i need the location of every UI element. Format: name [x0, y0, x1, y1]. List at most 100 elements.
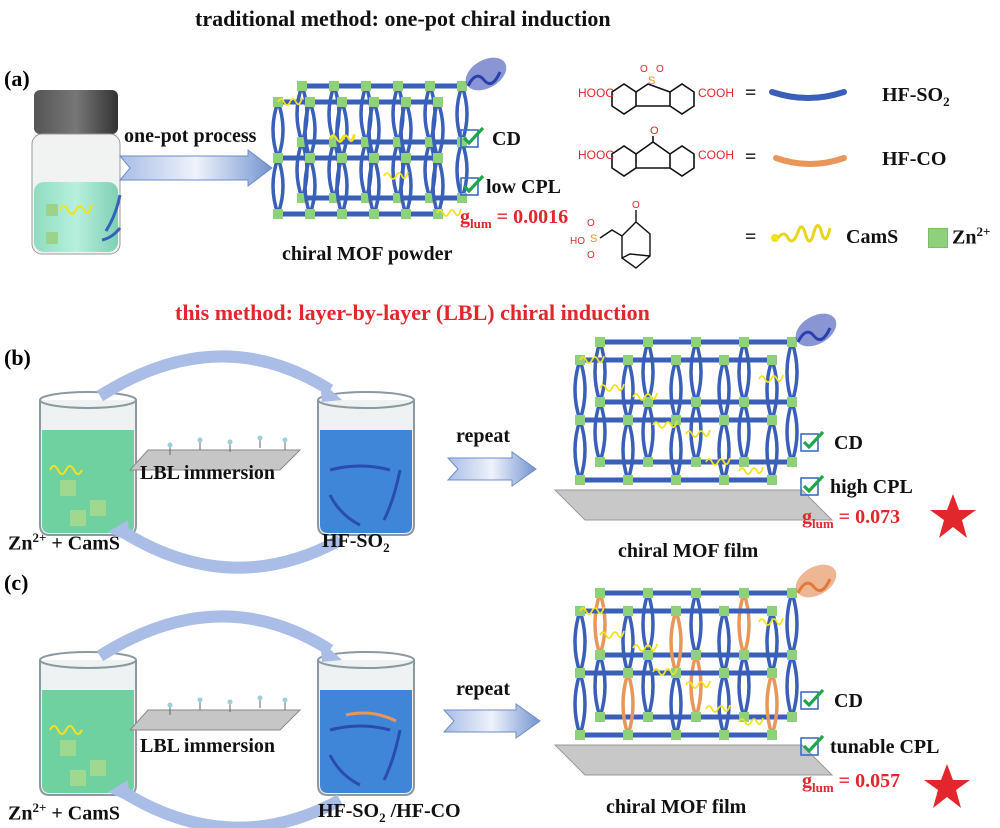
cams-helix: [738, 717, 764, 726]
zn-node: [739, 337, 749, 347]
zn-node: [329, 137, 339, 147]
cams-helix: [632, 643, 658, 652]
beaker-hf-so2-label-b: HF-SO2: [322, 530, 390, 555]
hooc-group: HOOC: [578, 86, 614, 100]
mof-linker: [626, 419, 635, 481]
mof-linker: [694, 592, 703, 656]
check-label: CD: [492, 128, 521, 150]
mof-linker: [737, 654, 746, 718]
zn-node: [457, 193, 467, 203]
checkbox-checked-icon: [800, 474, 825, 496]
anchor-pin: [257, 695, 263, 701]
mof-linker: [641, 341, 650, 403]
reaction-vial-illustration: [31, 90, 122, 255]
check-label: high CPL: [830, 476, 913, 498]
zn-node: [671, 415, 681, 425]
mof-linker: [308, 101, 317, 159]
mof-linker: [689, 341, 698, 403]
check-label: CD: [834, 690, 863, 712]
zn-node: [739, 397, 749, 407]
cams-helix: [758, 617, 784, 626]
zn-node-icon: [46, 232, 58, 244]
zn-node: [643, 337, 653, 347]
zn-node: [643, 457, 653, 467]
zn-node: [671, 730, 681, 740]
zn-node: [305, 209, 315, 219]
zn-node: [787, 337, 797, 347]
hf-co-structure: O: [611, 125, 695, 177]
anchor-pin: [167, 442, 173, 448]
cycle-arrow-top: [96, 610, 334, 662]
mof-linker: [598, 592, 607, 656]
zn-node: [297, 193, 307, 203]
one-pot-process-arrow: [118, 149, 273, 187]
zn-node: [691, 712, 701, 722]
zn-node: [433, 209, 443, 219]
mof-linker: [327, 141, 336, 199]
zn-node: [643, 588, 653, 598]
hf-so2-linker: [382, 729, 402, 781]
mof-linker: [593, 341, 602, 403]
zn-node: [787, 650, 797, 660]
zn-node: [361, 137, 371, 147]
cams-helix: [329, 133, 355, 142]
mof-linker: [674, 419, 683, 481]
mof-linker: [598, 401, 607, 463]
cams-helix: [652, 667, 678, 676]
checkbox-checked-icon: [800, 688, 825, 710]
zn-node: [273, 209, 283, 219]
svg-text:S: S: [590, 233, 597, 245]
zn-node: [691, 397, 701, 407]
cams-helix: [277, 97, 303, 106]
zn-node: [457, 81, 467, 91]
cycle-arrow-head: [108, 780, 130, 802]
beaker-zn-cams-label-c: Zn2+ + CamS: [8, 800, 121, 825]
legend: O O S HOOC COOH = HF-SO2 O HOOC COOH = H…: [570, 62, 1000, 292]
zn-node: [337, 209, 347, 219]
zn-node-icon: [46, 204, 58, 216]
zn-node: [595, 588, 605, 598]
zn-node: [787, 457, 797, 467]
check-label: CD: [834, 432, 863, 454]
zn-node: [719, 355, 729, 365]
hooc-group: HOOC: [578, 148, 614, 162]
mof-linker: [694, 654, 703, 718]
mof-linker: [621, 672, 630, 736]
equals-sign: =: [745, 226, 757, 248]
cams-label: CamS: [846, 226, 899, 248]
mof-linker: [722, 359, 731, 421]
zn-node: [401, 97, 411, 107]
mof-linker: [641, 592, 650, 656]
substrate: [553, 744, 834, 776]
mof-linker: [621, 359, 630, 421]
repeat-arrow-c: [442, 703, 541, 739]
mof-linker: [573, 610, 582, 674]
zn-node: [329, 81, 339, 91]
zn-node: [337, 97, 347, 107]
mof-linker: [340, 157, 349, 215]
zn-node: [369, 153, 379, 163]
zn-node: [595, 397, 605, 407]
mof-linker: [742, 654, 751, 718]
cams-helix: [652, 420, 678, 429]
beaker-hf-so2-hf-co-label-c: HF-SO2 /HF-CO: [318, 800, 461, 825]
mof-linker: [578, 359, 587, 421]
zn-node: [719, 668, 729, 678]
cpl-emission-glow: [795, 313, 837, 347]
zn-node-icon: [70, 770, 86, 786]
lbl-cycle-c: [39, 610, 415, 828]
zn-node: [643, 397, 653, 407]
zn-node: [787, 397, 797, 407]
mof-linker: [717, 359, 726, 421]
mof-linker: [770, 419, 779, 481]
cpl-emission-glow: [465, 57, 507, 91]
check-label: low CPL: [486, 176, 561, 198]
glum-value-b: glum = 0.073: [802, 506, 901, 531]
cycle-arrow-head: [108, 520, 130, 542]
cams-helix: [579, 606, 605, 615]
cycle-arrow-head: [320, 640, 342, 662]
mof-linker: [399, 101, 408, 159]
check-cd-c: CD: [800, 688, 863, 715]
zn-node-icon: [60, 480, 76, 496]
zn-node: [433, 97, 443, 107]
